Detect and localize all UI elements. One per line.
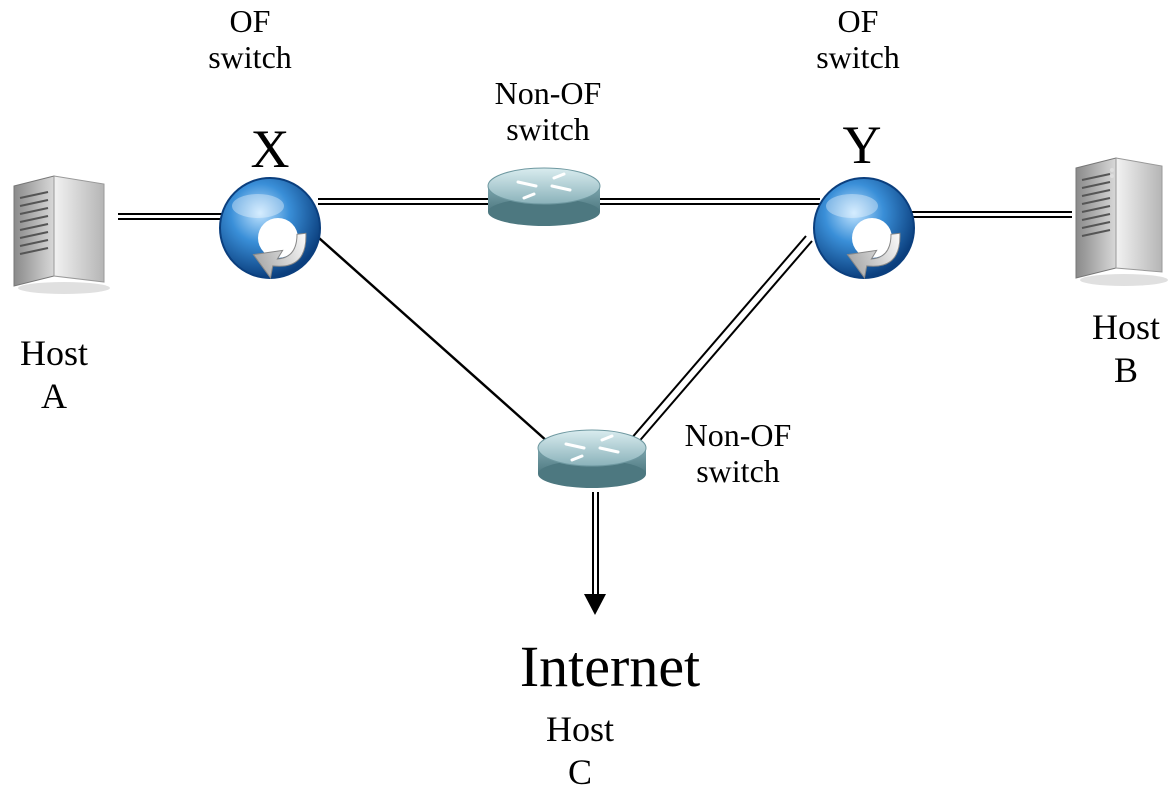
host-b-label: Host B [1091, 307, 1160, 391]
router-icon[interactable] [537, 429, 647, 488]
top-non-of-switch-label: Non-OF switch [494, 75, 602, 147]
internet-label: Internet [519, 634, 701, 699]
server-icon[interactable] [13, 175, 110, 294]
of-switch-x-id: X [250, 119, 290, 179]
link-x-bottom-router [309, 229, 549, 443]
link-top-router-y [600, 198, 820, 205]
link-bottom-router-internet [584, 492, 606, 615]
link-hosta-x [118, 213, 224, 220]
link-y-hostb [902, 211, 1072, 218]
server-icon[interactable] [1075, 157, 1168, 286]
of-switch-y-type-label: OF switch [816, 3, 900, 75]
router-icon[interactable] [487, 167, 601, 226]
bottom-non-of-switch-label: Non-OF switch [684, 417, 792, 489]
of-switch-x-type-label: OF switch [208, 3, 292, 75]
of-switch-y-id: Y [842, 115, 882, 175]
openflow-switch-icon[interactable] [219, 177, 321, 285]
link-y-bottom-router [629, 235, 813, 446]
openflow-switch-icon[interactable] [813, 177, 915, 285]
host-c-label: Host C [545, 709, 614, 793]
link-x-top-router [318, 198, 488, 205]
host-a-label: Host A [19, 333, 88, 417]
